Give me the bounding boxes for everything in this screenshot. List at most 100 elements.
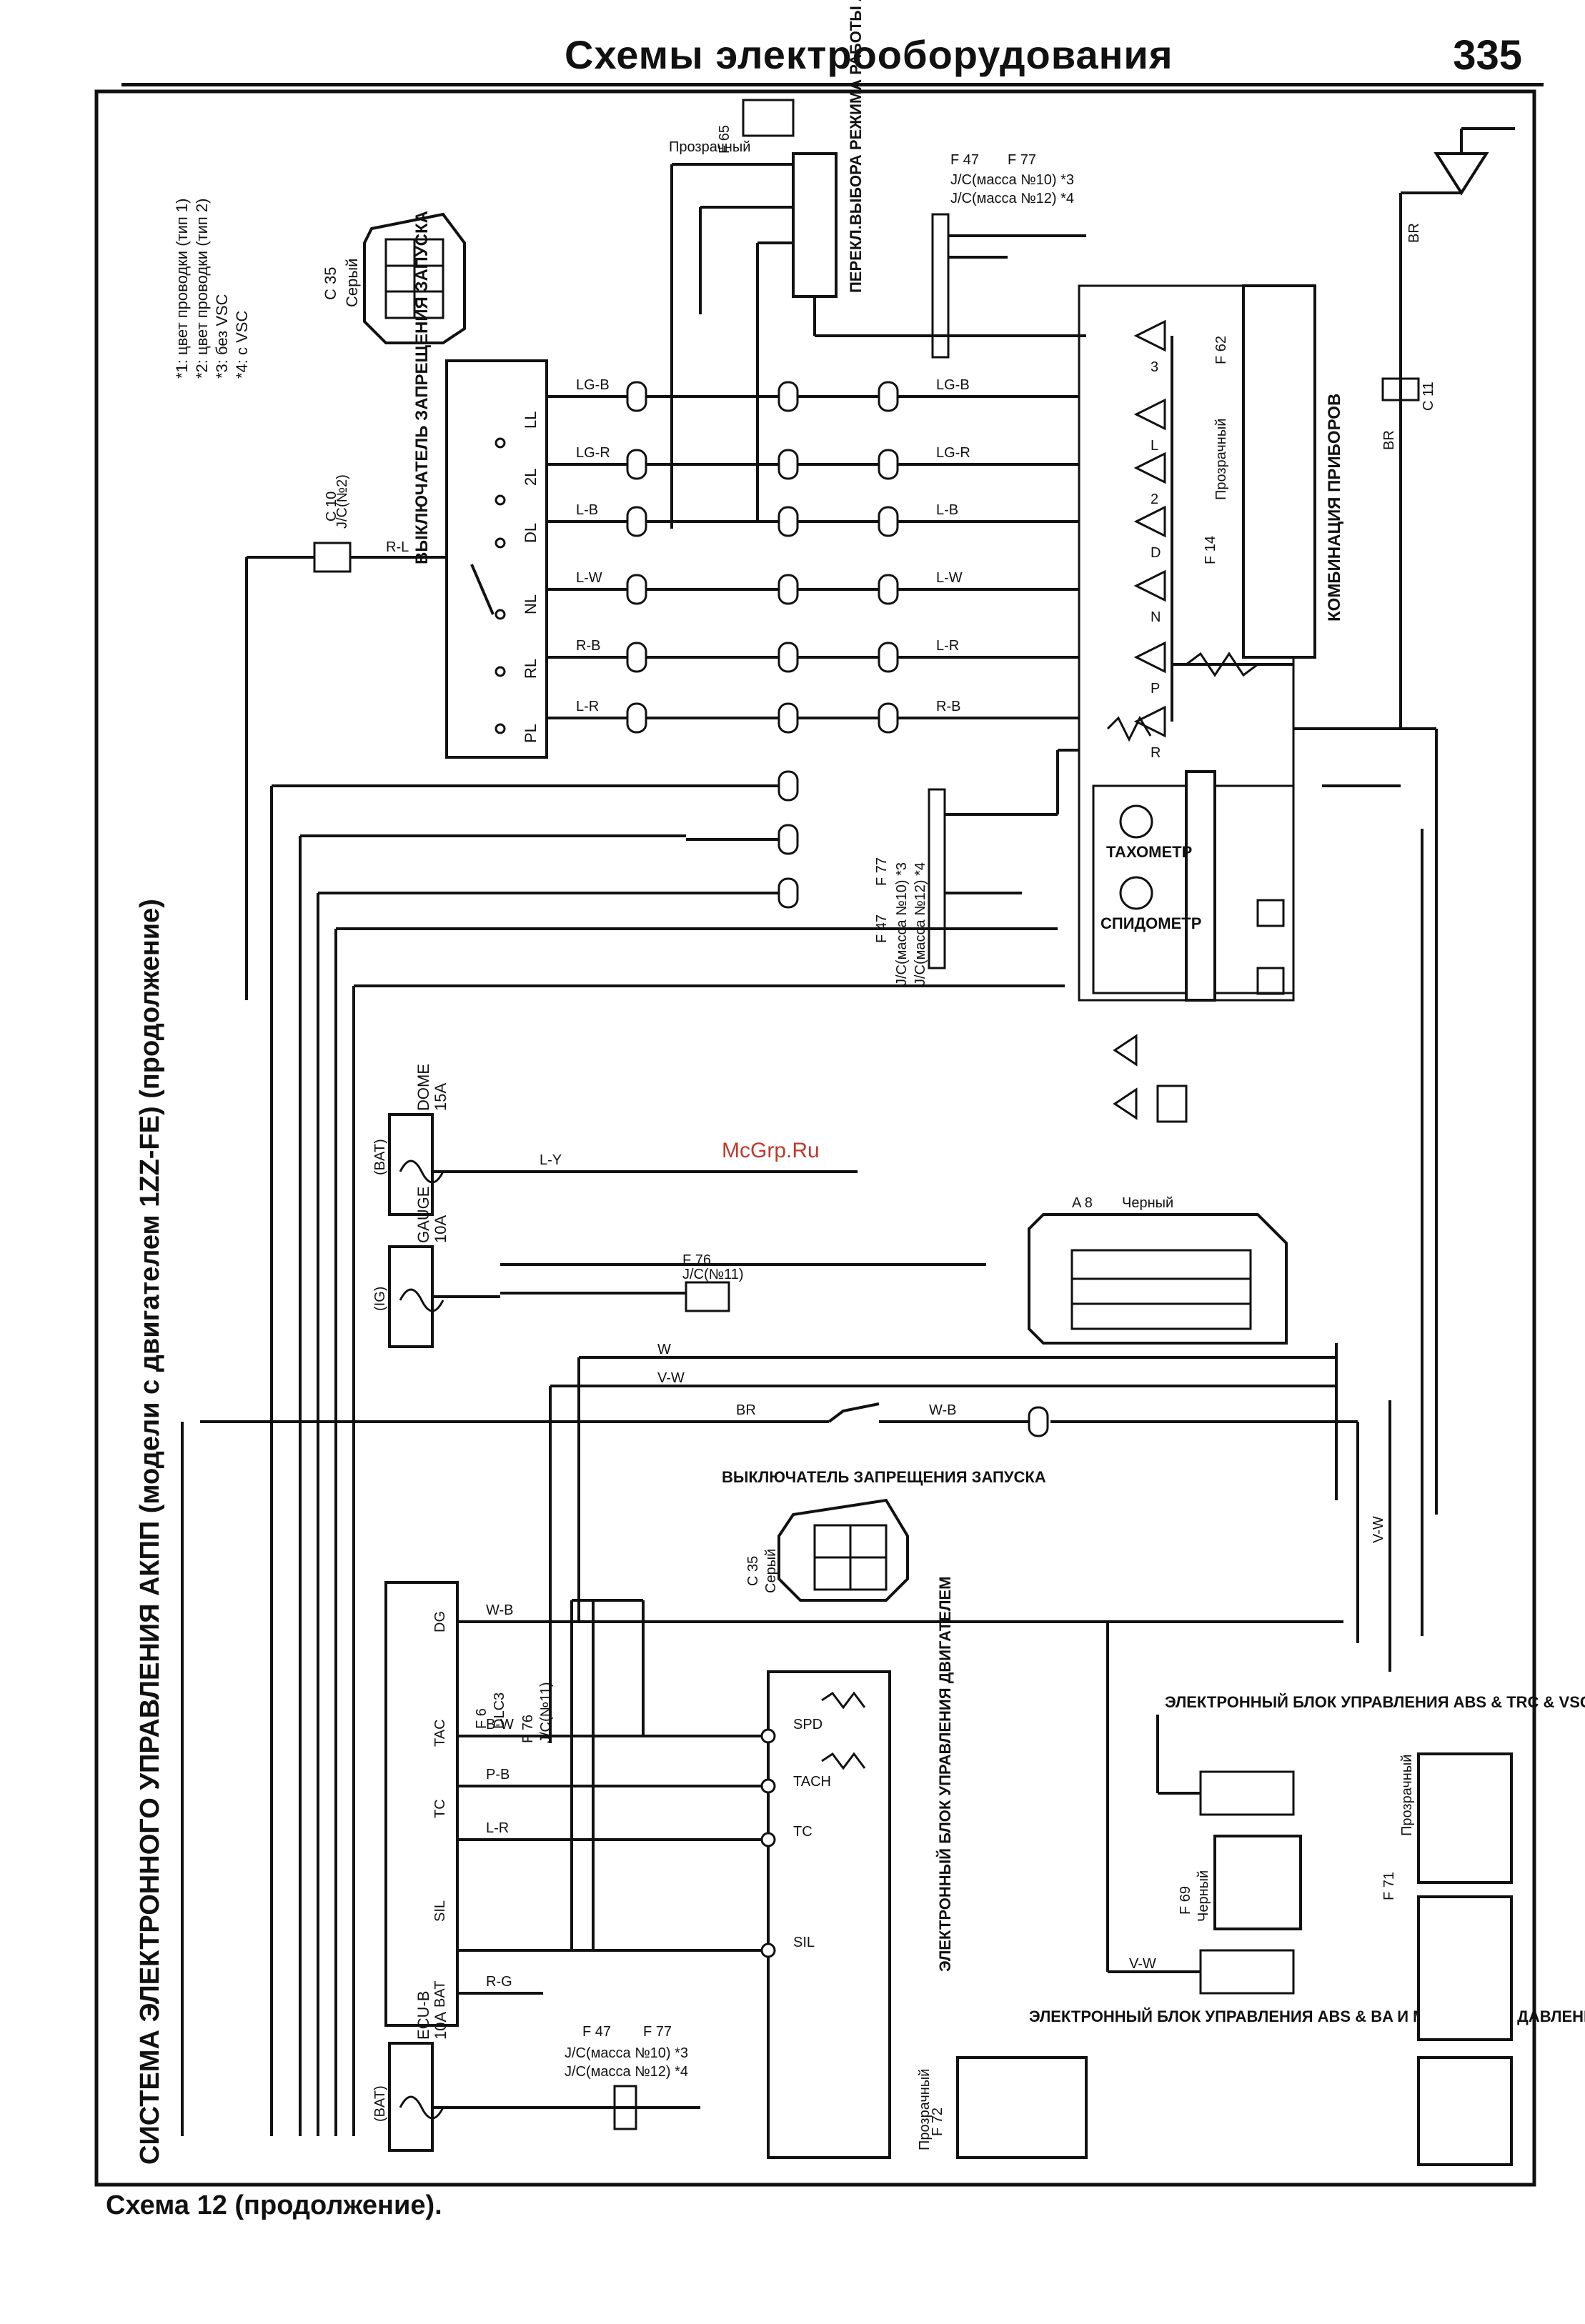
ecu-pin-dg: DG <box>432 1611 448 1632</box>
legend: *1: цвет проводки (тип 1) *2: цвет прово… <box>173 199 251 379</box>
gear-label-3: 3 <box>1151 359 1158 375</box>
connector-c10-label: C 10 <box>324 492 339 522</box>
right-ground-section: BR BR C 11 <box>1293 127 1515 787</box>
wire-label-lr-ecu: L-R <box>486 1820 509 1836</box>
connector-f14-label: F 14 <box>1203 536 1218 564</box>
wire-label-br: BR <box>1406 223 1422 243</box>
connector-f65-label: F 65 <box>717 125 732 154</box>
fuse-dome: DOME 15A (BAT) L-Y <box>372 1064 858 1216</box>
wire-label-lgr: LG-R <box>576 445 610 461</box>
wire-label-rl: R-L <box>386 539 409 555</box>
connector-c11-label: C 11 <box>1421 381 1436 411</box>
connector-f77-label: F 77 <box>1008 152 1036 168</box>
jc-no10-label: J/C(масса №10) *3 <box>950 172 1074 188</box>
switch-position-rl: RL <box>522 659 540 679</box>
wire-label-lb-2: L-B <box>936 502 958 518</box>
page-header-title: Схемы электрооборудования <box>565 32 1173 77</box>
legend-item: *4: с VSC <box>233 311 251 379</box>
gear-label-n: N <box>1151 609 1161 625</box>
ecu-pin-tc: TC <box>432 1799 448 1818</box>
connector-c35-bottom-label: C 35 <box>745 1556 761 1586</box>
start-inhibit-switch-bottom-label: ВЫКЛЮЧАТЕЛЬ ЗАПРЕЩЕНИЯ ЗАПУСКА <box>722 1468 1046 1486</box>
connector-f65-color: Прозрачный <box>669 139 750 155</box>
connector-c35-color: Серый <box>343 259 361 307</box>
connector-c35-label: C 35 <box>322 267 339 300</box>
figure-caption: Схема 12 (продолжение). <box>106 2190 442 2220</box>
wire-label-vw-mid: V-W <box>657 1370 685 1386</box>
cn-connectors <box>777 381 799 909</box>
cn-to-panel-wires: LG-B LG-R L-B L-W L-R R-B <box>798 377 1079 734</box>
fuse-dome-rating: 15A <box>432 1083 449 1111</box>
jc-no12-label: J/C(масса №12) *4 <box>950 191 1074 206</box>
fuse-dome-source: (BAT) <box>372 1139 388 1175</box>
diagram-title: СИСТЕМА ЭЛЕКТРОННОГО УПРАВЛЕНИЯ АКПП (мо… <box>135 899 165 2165</box>
connector-f62-label: F 62 <box>1213 336 1229 364</box>
wire-label-lgr-2: LG-R <box>936 445 970 461</box>
start-inhibit-switch: ВЫКЛЮЧАТЕЛЬ ЗАПРЕЩЕНИЯ ЗАПУСКА LL 2L DL … <box>412 211 548 759</box>
engine-ecu: SPD TACH TC SIL ЭЛЕКТРОННЫЙ БЛОК УПРАВЛЕ… <box>760 1577 954 2159</box>
connector-f76-ecu-label: F 76 <box>520 1715 536 1743</box>
jc-no2-label: J/C(№2) <box>334 474 350 529</box>
wire-label-ly: L-Y <box>540 1152 562 1168</box>
connector-f47-label: F 47 <box>950 152 979 168</box>
wire-label-rb-2: R-B <box>936 699 960 714</box>
connector-f6-label: F 6 <box>474 1708 490 1729</box>
gear-label-p: P <box>1151 681 1160 697</box>
legend-item: *2: цвет проводки (тип 2) <box>193 199 211 379</box>
gear-label-d: D <box>1151 545 1161 561</box>
connector-c35-bottom-color: Серый <box>763 1549 779 1593</box>
fuse-dome-name: DOME <box>414 1064 432 1111</box>
wire-label-pb-ecu: P-B <box>486 1767 510 1782</box>
wire-label-lr-2: L-R <box>936 638 959 654</box>
connector-f69-label: F 69 <box>1178 1886 1193 1915</box>
start-inhibit-switch-bottom: ВЫКЛЮЧАТЕЛЬ ЗАПРЕЩЕНИЯ ЗАПУСКА C 35 Серы… <box>722 1468 1046 1602</box>
wire-label-rb: R-B <box>576 638 600 654</box>
jc-f47-middle: F 47 F 77 J/C(масса №10) *3 J/C(масса №1… <box>874 749 1079 986</box>
fuse-gauge-source: (IG) <box>372 1287 388 1311</box>
start-inhibit-switch-label: ВЫКЛЮЧАТЕЛЬ ЗАПРЕЩЕНИЯ ЗАПУСКА <box>412 211 432 564</box>
connector-a8-label: A 8 <box>1072 1195 1093 1211</box>
engine-ecu-label: ЭЛЕКТРОННЫЙ БЛОК УПРАВЛЕНИЯ ДВИГАТЕЛЕМ <box>936 1577 954 1972</box>
connector-f72: F 72 Прозрачный <box>917 2056 1088 2159</box>
wire-label-wb-mid: W-B <box>929 1402 957 1418</box>
wire-label-lgb-2: LG-B <box>936 377 970 393</box>
connector-f77-label-2: F 77 <box>874 857 890 886</box>
fuse-ecub-name: ECU-B <box>414 1991 432 2040</box>
ecu-pin-bat: BAT <box>432 1981 448 2008</box>
ecu-pin-sil: SIL <box>432 1900 448 1922</box>
cf-connectors <box>626 381 647 734</box>
ecu-dlc3: DG TAC TC SIL BAT F 6 DLC3 F 76 J/C(№11) <box>384 1581 554 2027</box>
wire-label-bw-ecu: B-W <box>486 1717 514 1732</box>
right-bottom-connectors: F 71 Прозрачный <box>1381 1752 1513 2166</box>
connector-f77-bottom: F 77 <box>643 2024 672 2040</box>
wire-label-lw: L-W <box>576 570 602 586</box>
abs-ecu-label: ЭЛЕКТРОННЫЙ БЛОК УПРАВЛЕНИЯ ABS & TRC & … <box>1165 1693 1585 1711</box>
wire-label-br-2: BR <box>1381 430 1397 450</box>
connector-f69-color: Черный <box>1196 1870 1211 1922</box>
switch-position-dl: DL <box>522 523 540 543</box>
fuse-gauge-rating: 10A <box>432 1215 449 1243</box>
connector-dlc3-label: DLC3 <box>492 1692 507 1729</box>
watermark: McGrp.Ru <box>722 1139 820 1162</box>
engine-ecu-pin-tc: TC <box>793 1824 813 1840</box>
wire-label-lw-2: L-W <box>936 570 963 586</box>
fuse-ecu-b: ECU-B 10A (BAT) F 47 F 77 J/C(масса №10)… <box>372 1991 700 2152</box>
engine-ecu-pin-tach: TACH <box>793 1774 831 1790</box>
connector-f62-color: Прозрачный <box>1213 419 1229 500</box>
instrument-cluster: F 62 Прозрачный F 14 КОМБИНАЦИЯ ПРИБОРОВ… <box>1078 284 1344 1123</box>
switch-position-2l: 2L <box>522 469 540 486</box>
ecu-pin-tac: TAC <box>432 1719 448 1747</box>
connector-f71-color: Прозрачный <box>1399 1755 1415 1836</box>
jc-no10-bottom: J/C(масса №10) *3 <box>565 2045 688 2061</box>
legend-item: *1: цвет проводки (тип 1) <box>173 199 191 379</box>
fuse-gauge: GAUGE 10A (IG) F 76 J/C(№11) <box>372 1187 986 1348</box>
wire-label-lr: L-R <box>576 699 599 714</box>
connector-a8: A 8 Черный <box>1028 1195 1288 1345</box>
page-header: Схемы электрооборудования 335 <box>121 27 1544 86</box>
abs-ecu: ЭЛЕКТРОННЫЙ БЛОК УПРАВЛЕНИЯ ABS & TRC & … <box>1029 1622 1585 2025</box>
jc-no11-label: J/C(№11) <box>682 1267 744 1282</box>
fuse-ecub-rating: 10A <box>432 2012 449 2040</box>
right-vertical-wires: V-W <box>1335 729 1438 1672</box>
gear-label-r: R <box>1151 745 1161 761</box>
